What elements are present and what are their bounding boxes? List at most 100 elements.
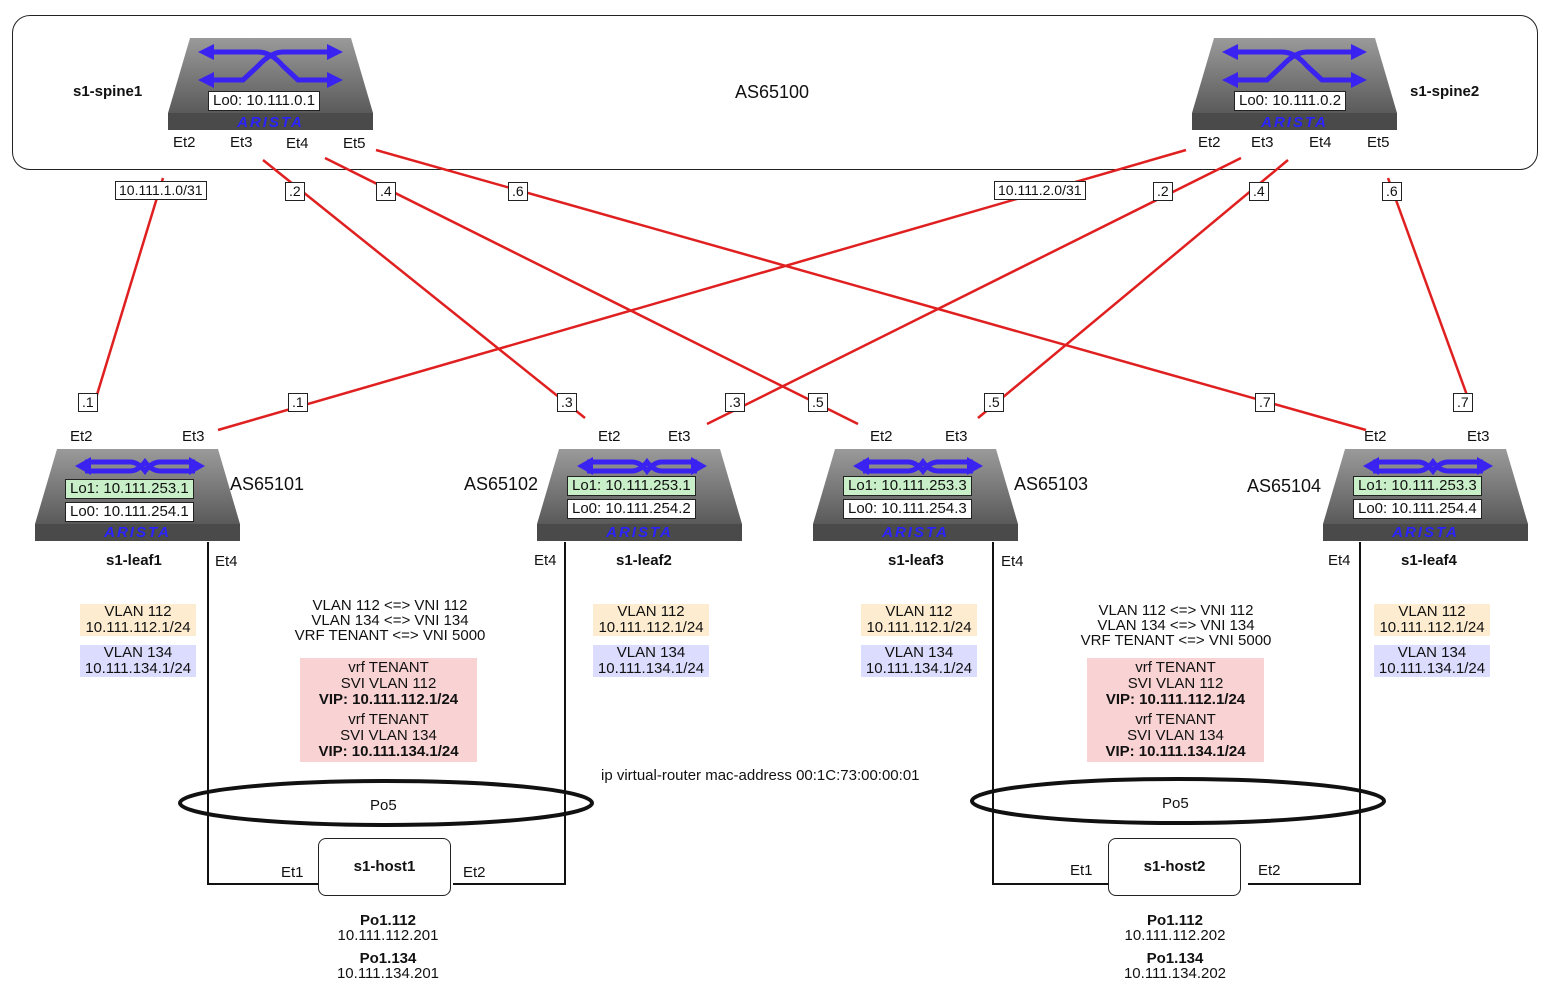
vlan-subnet: 10.111.112.1/24 [866,619,972,636]
vrf-line: SVI VLAN 112 [1127,675,1224,692]
vlan-label: VLAN 134 [884,644,954,661]
vrf-line: vrf TENANT [348,711,429,728]
leaf2-port-et4: Et4 [534,552,557,569]
arista-logo: ARISTA [1261,114,1328,131]
spine1-port-et2: Et2 [173,134,196,151]
vlan-subnet: 10.111.112.1/24 [85,619,191,636]
vrf-vip: VIP: 10.111.134.1/24 [1105,743,1246,760]
link-spine2-leaf4 [1386,177,1470,399]
arista-logo: ARISTA [606,524,673,541]
as-region-label: AS65100 [735,82,810,102]
vrf-vip: VIP: 10.111.112.1/24 [318,691,459,708]
mapping-line: VLAN 134 <=> VNI 134 [1097,617,1255,634]
host2-ip-134: 10.111.134.202 [1123,965,1227,982]
host2-name: s1-host2 [1143,858,1206,875]
link-spine2-leaf3 [977,159,1289,419]
host2-box[interactable]: s1-host2 [1108,838,1241,896]
leaf1-port-et3: Et3 [182,428,205,445]
leaf4-name: s1-leaf4 [1401,552,1457,569]
leaf3-port-et3: Et3 [945,428,968,445]
vlan-label: VLAN 134 [1397,644,1467,661]
leaf1-vlan112: VLAN 112 10.111.112.1/24 [80,604,196,636]
virtual-router-mac: ip virtual-router mac-address 00:1C:73:0… [601,767,920,784]
host2-interfaces: Po1.112 10.111.112.202 Po1.134 10.111.13… [1105,913,1245,981]
po5-ellipse-2 [970,777,1386,825]
vlan-subnet: 10.111.134.1/24 [865,660,973,677]
host2-ip-112: 10.111.112.202 [1124,927,1226,944]
spine1-port-et4: Et4 [286,135,309,152]
host1-box[interactable]: s1-host1 [318,838,451,896]
spine2-port-et5: Et5 [1367,134,1390,151]
vlan-subnet: 10.111.134.1/24 [84,660,192,677]
leaf2-switch[interactable]: Lo1: 10.111.253.1 Lo0: 10.111.254.2 ARIS… [537,449,742,541]
spine2-port-et2: Et2 [1198,134,1221,151]
leaf2-vlan112: VLAN 112 10.111.112.1/24 [593,604,709,636]
leaf4-lo0: Lo0: 10.111.254.4 [1353,499,1482,519]
vlan-subnet: 10.111.112.1/24 [1379,619,1485,636]
leaf3-port-et2: Et2 [870,428,893,445]
leaf1-switch[interactable]: Lo1: 10.111.253.1 Lo0: 10.111.254.1 ARIS… [35,449,240,541]
arista-logo: ARISTA [237,114,304,131]
vlan-label: VLAN 112 [885,603,953,620]
cable-leaf4-host2 [1248,542,1361,885]
leaf3-switch[interactable]: Lo1: 10.111.253.3 Lo0: 10.111.254.3 ARIS… [813,449,1018,541]
spine2-switch[interactable]: Lo0: 10.111.0.2 ARISTA [1192,38,1397,131]
spine1-subnet-label: 10.111.1.0/31 [115,181,207,200]
leaf2-lo1: Lo1: 10.111.253.1 [567,476,696,496]
vlan-label: VLAN 134 [616,644,686,661]
host1-ip-134: 10.111.134.201 [336,965,440,982]
spine2-addr-et3: .2 [1153,182,1173,201]
leaf4-switch[interactable]: Lo1: 10.111.253.3 Lo0: 10.111.254.4 ARIS… [1323,449,1528,541]
leaf3-vlan134: VLAN 134 10.111.134.1/24 [861,645,977,677]
spine1-port-et3: Et3 [230,134,253,151]
spine2-name: s1-spine2 [1410,83,1480,100]
leaf2-port-et2: Et2 [598,428,621,445]
leaf3-addr-et2: .5 [808,393,828,412]
leaf4-addr-et2: .7 [1255,393,1275,412]
leaf1-lo0: Lo0: 10.111.254.1 [65,502,194,522]
vrf-line: vrf TENANT [1135,711,1216,728]
po5-ellipse-1 [178,779,594,827]
leaf2-name: s1-leaf2 [616,552,672,569]
host1-port-et1: Et1 [281,864,304,881]
leaf1-port-et2: Et2 [70,428,93,445]
leaf4-lo1: Lo1: 10.111.253.3 [1353,476,1482,496]
vlan-label: VLAN 112 [617,603,685,620]
pair2-vni-mapping: VLAN 112 <=> VNI 112 VLAN 134 <=> VNI 13… [1066,603,1286,648]
host1-po1-134: Po1.134 [359,950,417,967]
vlan-subnet: 10.111.134.1/24 [1378,660,1486,677]
cable-leaf3-host2 [992,542,1108,885]
leaf4-port-et3: Et3 [1467,428,1490,445]
leaf2-asn: AS65102 [464,474,539,494]
arista-logo: ARISTA [1392,524,1459,541]
leaf3-lo1: Lo1: 10.111.253.3 [843,476,972,496]
spine1-lo0: Lo0: 10.111.0.1 [208,91,321,111]
spine1-switch[interactable]: Lo0: 10.111.0.1 ARISTA [168,38,373,131]
spine2-subnet-label: 10.111.2.0/31 [994,181,1086,200]
spine2-port-et4: Et4 [1309,134,1332,151]
leaf3-name: s1-leaf3 [888,552,944,569]
link-spine1-leaf1 [94,177,165,399]
spine2-lo0: Lo0: 10.111.0.2 [1234,91,1347,111]
vrf-line: SVI VLAN 112 [340,675,437,692]
vlan-label: VLAN 134 [103,644,173,661]
leaf2-lo0: Lo0: 10.111.254.2 [567,499,696,519]
pair2-vrf-box: vrf TENANT SVI VLAN 112 VIP: 10.111.112.… [1087,658,1264,762]
link-spine2-leaf2 [706,156,1242,426]
leaf1-port-et4: Et4 [215,553,238,570]
leaf2-port-et3: Et3 [668,428,691,445]
as65100-region [12,15,1538,170]
vrf-line: vrf TENANT [348,659,429,676]
spine2-addr-et5: .6 [1382,182,1402,201]
link-spine1-leaf4 [375,148,1367,432]
cable-leaf2-host1 [453,542,566,885]
leaf4-port-et2: Et2 [1364,428,1387,445]
leaf4-asn: AS65104 [1247,476,1322,496]
mapping-line: VRF TENANT <=> VNI 5000 [294,627,486,644]
spine2-port-et3: Et3 [1251,134,1274,151]
host2-po1-112: Po1.112 [1147,912,1203,929]
vrf-line: SVI VLAN 134 [340,727,437,744]
host1-name: s1-host1 [353,858,416,875]
host1-port-et2: Et2 [463,864,486,881]
